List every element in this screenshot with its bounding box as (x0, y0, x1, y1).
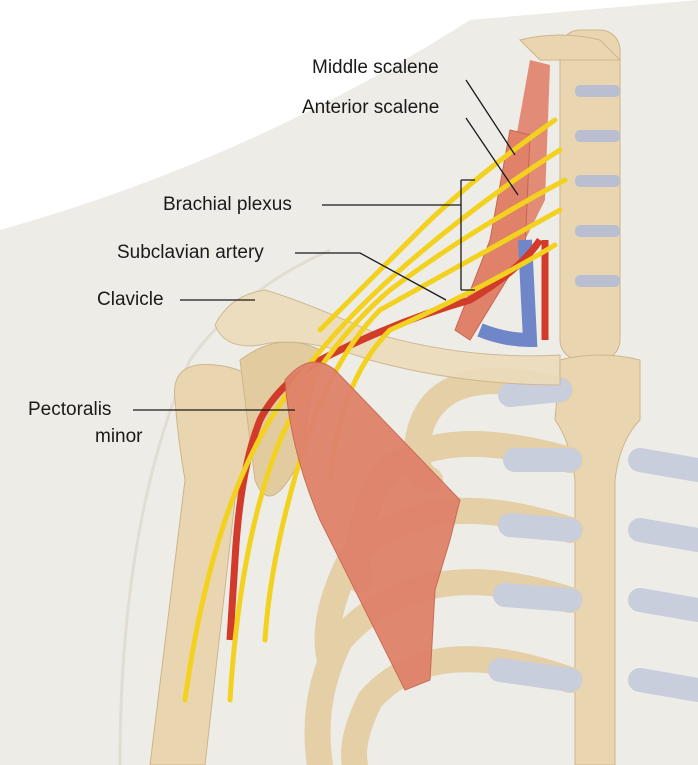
label-pectoralis-minor-line2: minor (95, 426, 143, 447)
label-anterior-scalene: Anterior scalene (302, 97, 440, 118)
cervical-spine (519, 29, 622, 361)
label-middle-scalene: Middle scalene (312, 57, 439, 78)
subclavian-artery-leader (295, 252, 447, 301)
shoulder-outline (118, 248, 331, 765)
leader-lines (133, 79, 519, 411)
label-clavicle: Clavicle (97, 289, 164, 310)
anterior-scalene-leader (465, 117, 519, 196)
label-brachial-plexus: Brachial plexus (163, 194, 292, 215)
brachial-plexus-leader (322, 179, 475, 291)
subclavian-vein (477, 239, 538, 348)
clavicle-bone (214, 289, 561, 386)
pectoralis-minor-muscle (284, 361, 461, 691)
label-pectoralis-minor-line1: Pectoralis (28, 399, 112, 420)
label-subclavian-artery: Subclavian artery (117, 242, 264, 263)
middle-scalene-leader (465, 79, 516, 156)
